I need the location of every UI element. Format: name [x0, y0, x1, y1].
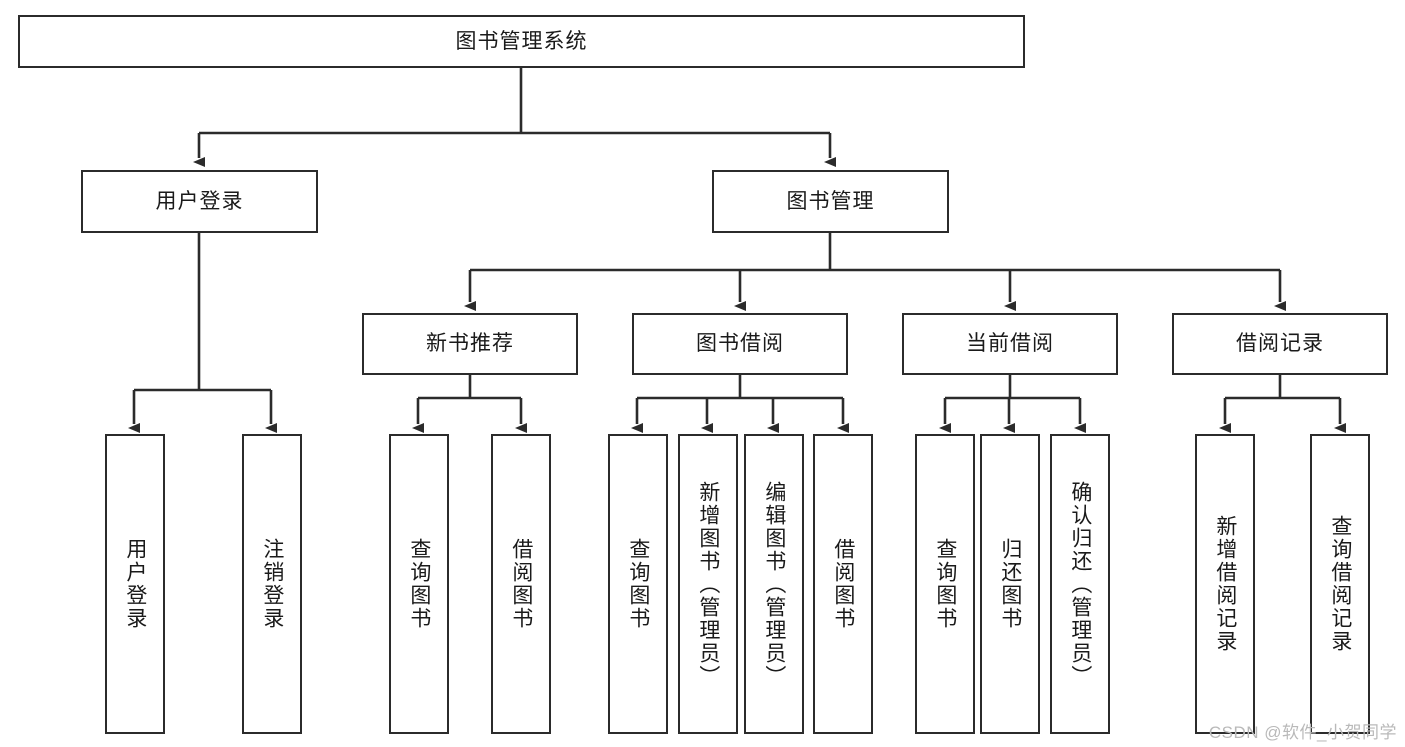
node-leaf-logout-login-label: 注销登录 [260, 538, 284, 630]
node-leaf-query-book-3-label: 查询图书 [933, 538, 957, 630]
node-leaf-confirm-return-label: 确认归还（管理员） [1068, 480, 1092, 688]
node-leaf-user-login[interactable]: 用户登录 [105, 434, 165, 734]
node-leaf-add-record[interactable]: 新增借阅记录 [1195, 434, 1255, 734]
node-current-borrow-label: 当前借阅 [966, 332, 1054, 356]
node-leaf-query-book-1-label: 查询图书 [407, 538, 431, 630]
node-leaf-return-book-label: 归还图书 [998, 538, 1022, 630]
node-leaf-logout-login[interactable]: 注销登录 [242, 434, 302, 734]
node-book-manage-label: 图书管理 [786, 189, 875, 213]
node-leaf-add-record-label: 新增借阅记录 [1213, 515, 1237, 653]
node-leaf-query-book-2[interactable]: 查询图书 [608, 434, 668, 734]
node-leaf-user-login-label: 用户登录 [123, 538, 147, 630]
node-borrow-record[interactable]: 借阅记录 [1172, 313, 1388, 375]
node-borrow-record-label: 借阅记录 [1236, 332, 1324, 356]
node-leaf-query-record-label: 查询借阅记录 [1328, 515, 1352, 653]
node-leaf-return-book[interactable]: 归还图书 [980, 434, 1040, 734]
node-book-manage[interactable]: 图书管理 [712, 170, 949, 233]
node-book-borrow[interactable]: 图书借阅 [632, 313, 848, 375]
node-book-borrow-label: 图书借阅 [696, 332, 784, 356]
node-leaf-query-book-2-label: 查询图书 [626, 538, 650, 630]
node-current-borrow[interactable]: 当前借阅 [902, 313, 1118, 375]
node-leaf-query-record[interactable]: 查询借阅记录 [1310, 434, 1370, 734]
node-leaf-add-book[interactable]: 新增图书（管理员） [678, 434, 738, 734]
node-leaf-borrow-book-1-label: 借阅图书 [509, 538, 533, 630]
node-leaf-borrow-book-2[interactable]: 借阅图书 [813, 434, 873, 734]
csdn-watermark: CSDN @软件_小贺同学 [1208, 723, 1397, 742]
node-new-book-recommend[interactable]: 新书推荐 [362, 313, 578, 375]
node-leaf-query-book-1[interactable]: 查询图书 [389, 434, 449, 734]
node-leaf-edit-book[interactable]: 编辑图书（管理员） [744, 434, 804, 734]
node-root[interactable]: 图书管理系统 [18, 15, 1025, 68]
node-leaf-add-book-label: 新增图书（管理员） [696, 480, 720, 688]
node-root-label: 图书管理系统 [455, 29, 588, 53]
node-leaf-query-book-3[interactable]: 查询图书 [915, 434, 975, 734]
node-leaf-borrow-book-1[interactable]: 借阅图书 [491, 434, 551, 734]
node-new-book-recommend-label: 新书推荐 [426, 332, 514, 356]
node-leaf-edit-book-label: 编辑图书（管理员） [762, 480, 786, 688]
node-leaf-confirm-return[interactable]: 确认归还（管理员） [1050, 434, 1110, 734]
node-user-login-label: 用户登录 [155, 189, 244, 213]
node-user-login[interactable]: 用户登录 [81, 170, 318, 233]
node-leaf-borrow-book-2-label: 借阅图书 [831, 538, 855, 630]
